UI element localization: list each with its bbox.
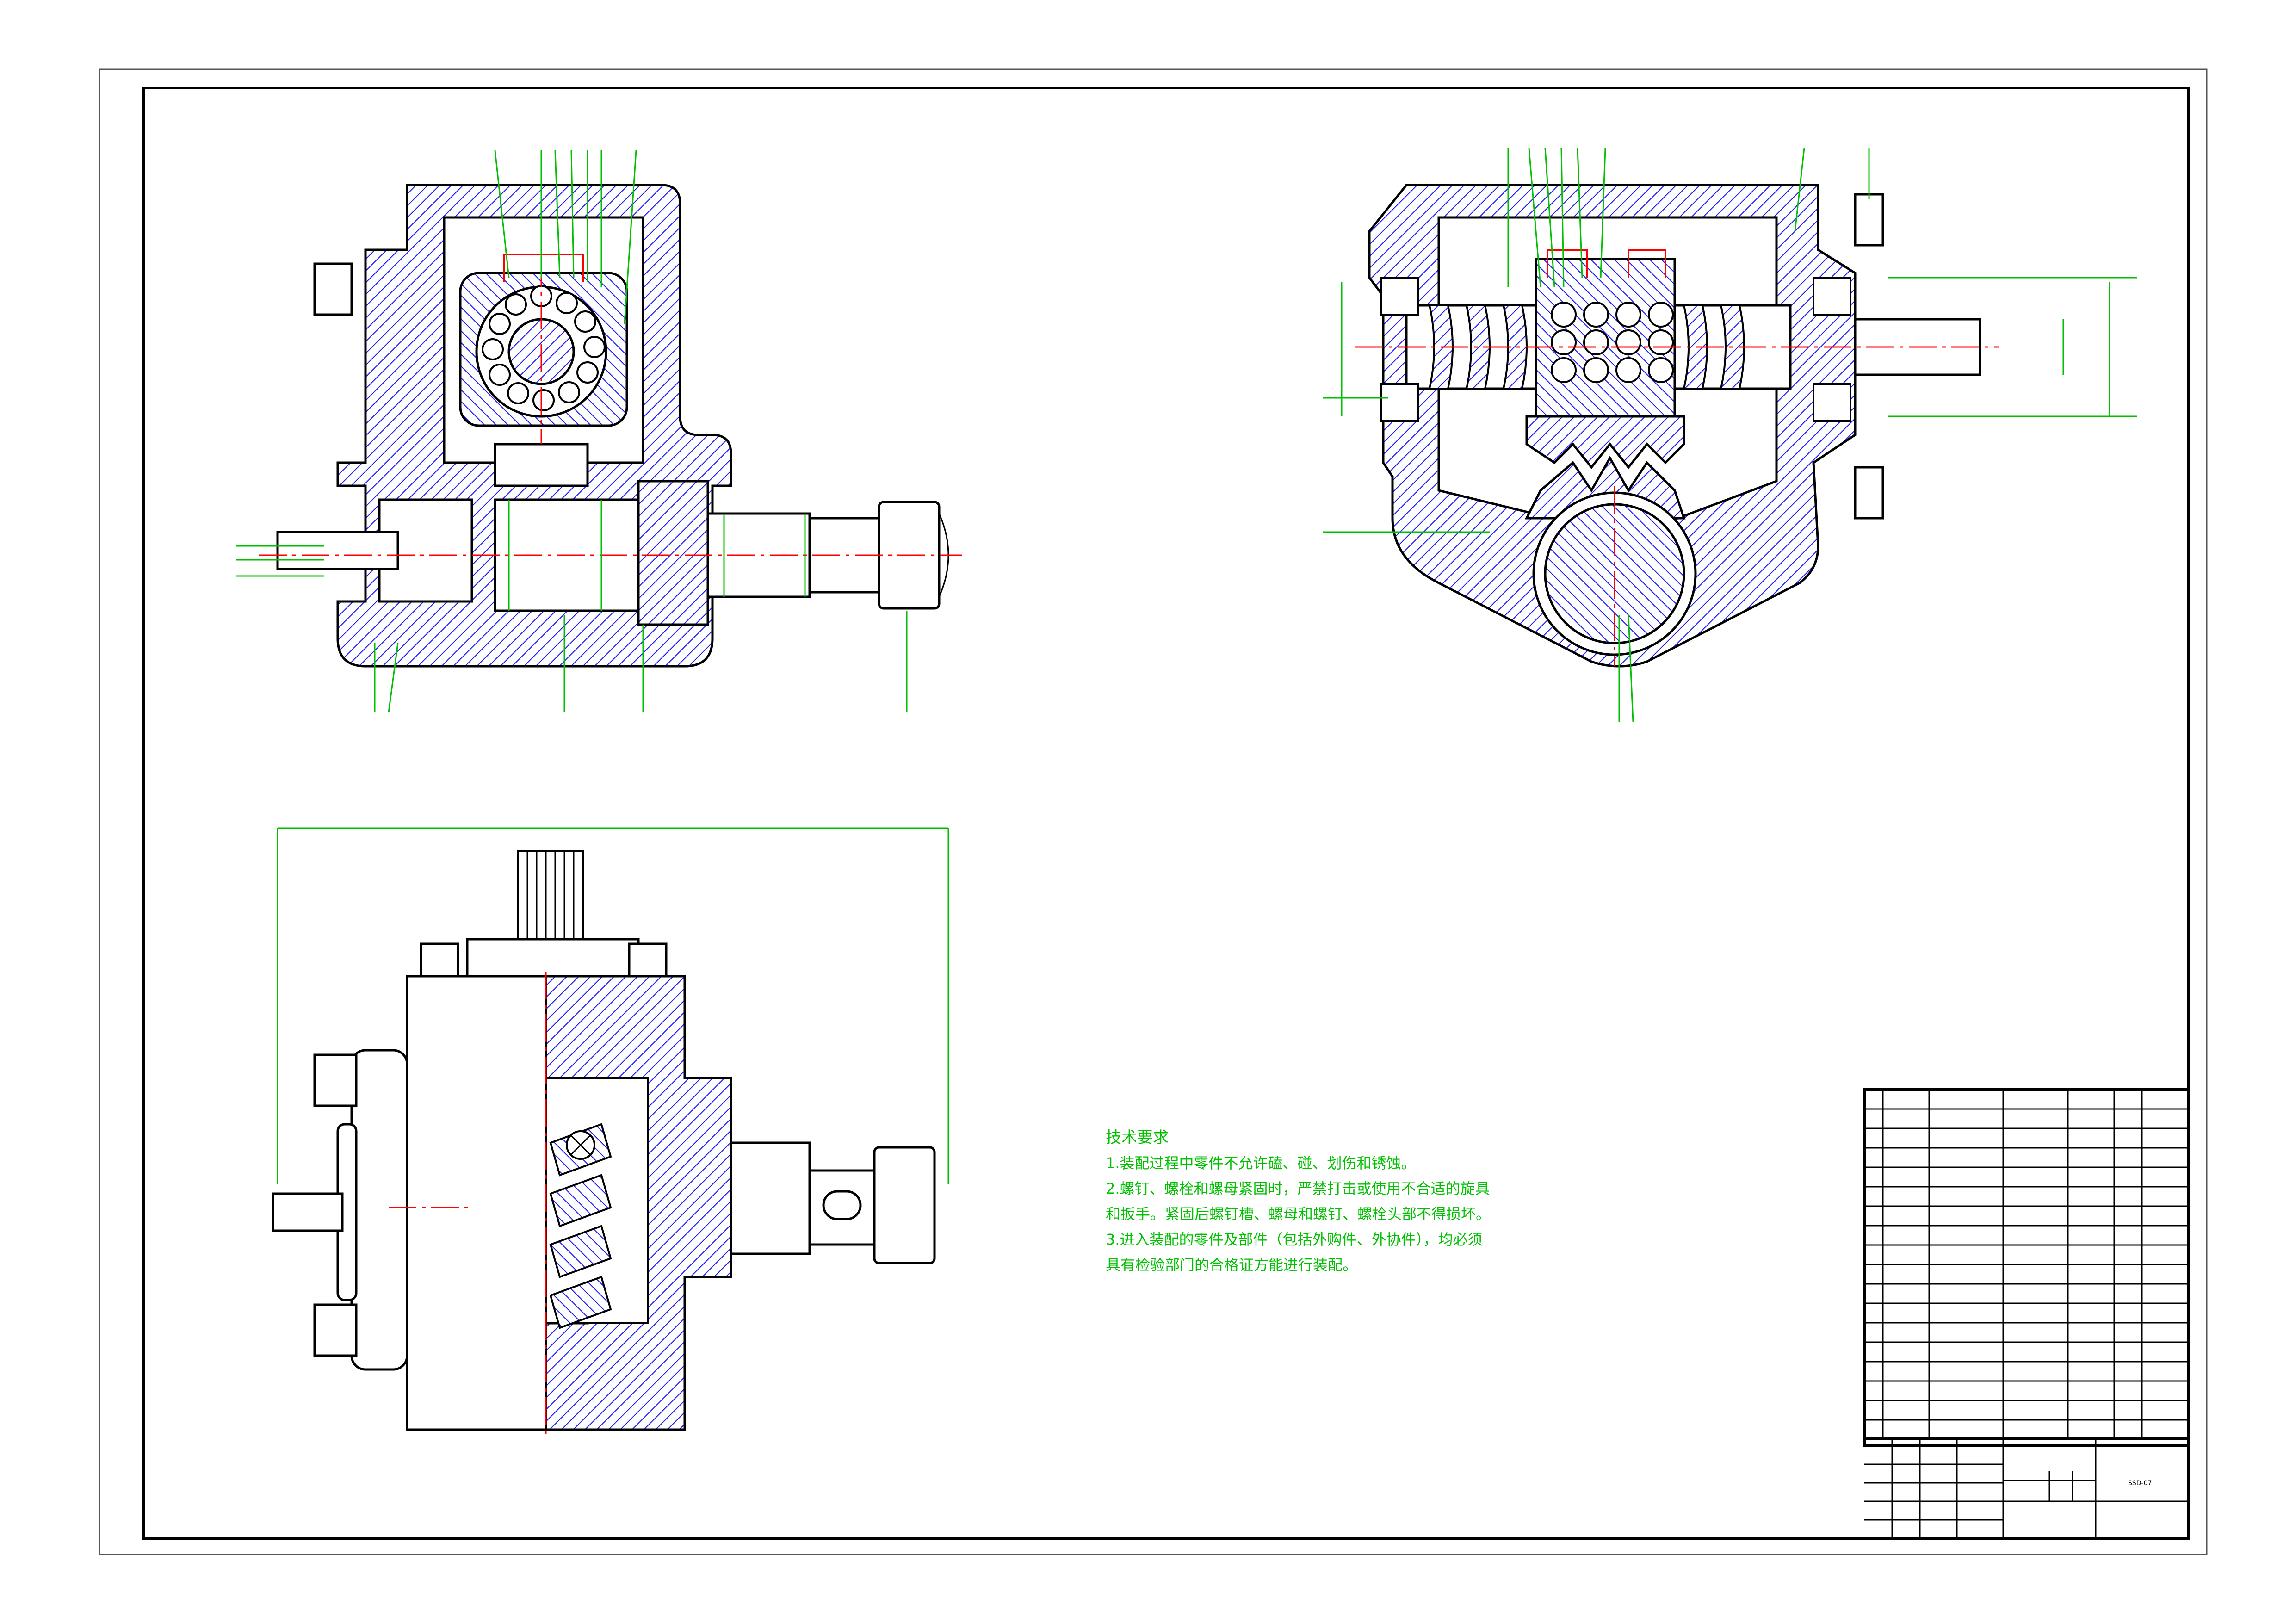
drawing-number: SSD-07	[2128, 1480, 2152, 1487]
tech-title: 技术要求	[1106, 1128, 1169, 1147]
tech-line-1: 1.装配过程中零件不允许磕、碰、划伤和锈蚀。	[1106, 1154, 1416, 1172]
view1-dimension-lines	[508, 500, 806, 611]
title-block	[1864, 1437, 2188, 1538]
inner-border	[142, 87, 2190, 1540]
output-shaft-3	[808, 1169, 876, 1246]
tech-line-4: 3.进入装配的零件及部件（包括外购件、外协件），均必须	[1106, 1231, 1483, 1248]
adjust-screw-slot	[570, 1135, 591, 1155]
input-stub	[276, 531, 399, 570]
rack-teeth	[1525, 415, 1685, 470]
left-bearing	[1380, 277, 1419, 316]
right-bearing	[1813, 277, 1851, 316]
sector-shaft	[494, 443, 589, 487]
spline-teeth	[526, 851, 575, 939]
recirculating-balls	[482, 285, 606, 411]
ball-guide-tube	[503, 254, 584, 282]
technical-requirements: 技术要求 1.装配过程中零件不允许磕、碰、划伤和锈蚀。 2.螺钉、螺栓和螺母紧固…	[1106, 1128, 1491, 1274]
front-section-view	[236, 150, 962, 713]
side-section-view	[1323, 148, 2137, 722]
top-flange	[466, 938, 640, 978]
outer-border	[99, 68, 2208, 1555]
view1-leaders	[236, 150, 908, 713]
tech-line-2: 2.螺钉、螺栓和螺母紧固时，严禁打击或使用不合适的旋具	[1106, 1180, 1490, 1197]
right-bearing-2	[1813, 383, 1851, 422]
output-housing-3	[730, 1141, 811, 1255]
output-shaft-bearing	[637, 480, 709, 626]
left-bearing-2	[1380, 383, 1419, 422]
top-bolt	[1854, 193, 1884, 247]
slot-3	[822, 1190, 862, 1220]
spline-shaft	[517, 850, 584, 940]
bottom-bolt	[1854, 466, 1884, 520]
tech-line-5: 具有检验部门的合格证方能进行装配。	[1106, 1256, 1357, 1274]
view2-dimension-lines	[1341, 277, 2137, 417]
side-cover	[350, 1049, 408, 1371]
view2-leaders	[1323, 148, 1870, 722]
bolt-lower	[313, 1303, 358, 1357]
ball-column	[1551, 302, 1674, 383]
ball-guide-tube-2	[1547, 249, 1666, 278]
parts-list	[1863, 1088, 2190, 1447]
tech-line-3: 和扳手。紧固后螺钉槽、螺母和螺钉、螺栓头部不得损坏。	[1106, 1205, 1491, 1223]
parts-list-rows	[1864, 1090, 2188, 1439]
bolt-upper	[313, 1053, 358, 1107]
left-mount-boss	[313, 262, 353, 316]
parts-list-frame	[1863, 1088, 2190, 1447]
output-nut-3	[873, 1146, 936, 1264]
top-view	[272, 827, 949, 1439]
input-stub-3	[272, 1192, 344, 1232]
